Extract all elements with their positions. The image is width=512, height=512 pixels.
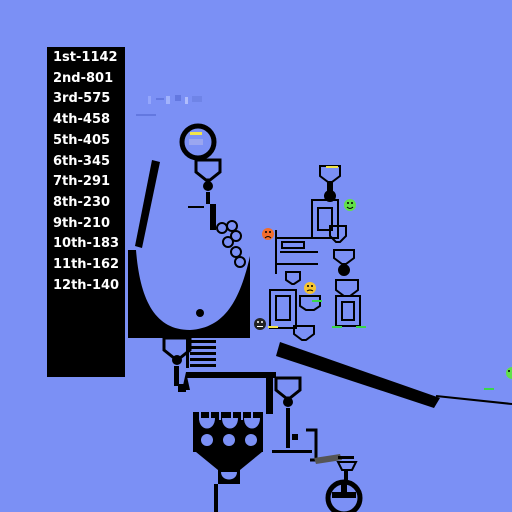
right-cluster-accents bbox=[268, 166, 494, 390]
leaderboard-entry: 6th-345 bbox=[53, 153, 111, 169]
leaderboard-entry: 9th-210 bbox=[53, 215, 111, 231]
upper-funnel bbox=[188, 158, 222, 230]
top-wheel bbox=[179, 123, 217, 161]
leaderboard-entry: 11th-162 bbox=[53, 257, 120, 273]
leaderboard-entry: 8th-230 bbox=[53, 194, 111, 210]
right-mid-funnel bbox=[272, 376, 318, 462]
distant-track-marks bbox=[136, 95, 202, 116]
left-rail bbox=[135, 160, 160, 248]
leaderboard-entry: 10th-183 bbox=[53, 236, 120, 252]
leaderboard-entry: 4th-458 bbox=[53, 112, 111, 128]
bottom-conveyor bbox=[314, 454, 358, 484]
leaderboard-entry: 12th-140 bbox=[53, 277, 120, 293]
leaderboard-entry: 1st-1142 bbox=[53, 50, 118, 65]
leaderboard-entry: 7th-291 bbox=[53, 174, 111, 190]
happy-face-icon bbox=[506, 367, 512, 379]
leaderboard-panel: 1st-1142 2nd-801 3rd-575 4th-458 5th-405… bbox=[47, 47, 125, 377]
bottom-wheel bbox=[325, 479, 363, 512]
leaderboard-entry: 5th-405 bbox=[53, 132, 111, 148]
mid-platform bbox=[182, 372, 276, 414]
coil-spring bbox=[216, 220, 246, 268]
happy-face-icon bbox=[344, 199, 356, 211]
leaderboard-entry: 3rd-575 bbox=[53, 91, 111, 107]
neutral-face-icon bbox=[254, 318, 266, 330]
large-bowl bbox=[128, 250, 250, 338]
leaderboard-entry: 2nd-801 bbox=[53, 70, 114, 86]
lower-left-machine bbox=[193, 402, 263, 512]
long-ramp bbox=[276, 342, 512, 408]
right-cluster bbox=[269, 165, 361, 341]
angry-face-icon bbox=[262, 228, 274, 240]
stacked-gate bbox=[186, 338, 216, 368]
mid-funnel bbox=[162, 336, 192, 392]
sad-face-icon bbox=[304, 282, 316, 294]
